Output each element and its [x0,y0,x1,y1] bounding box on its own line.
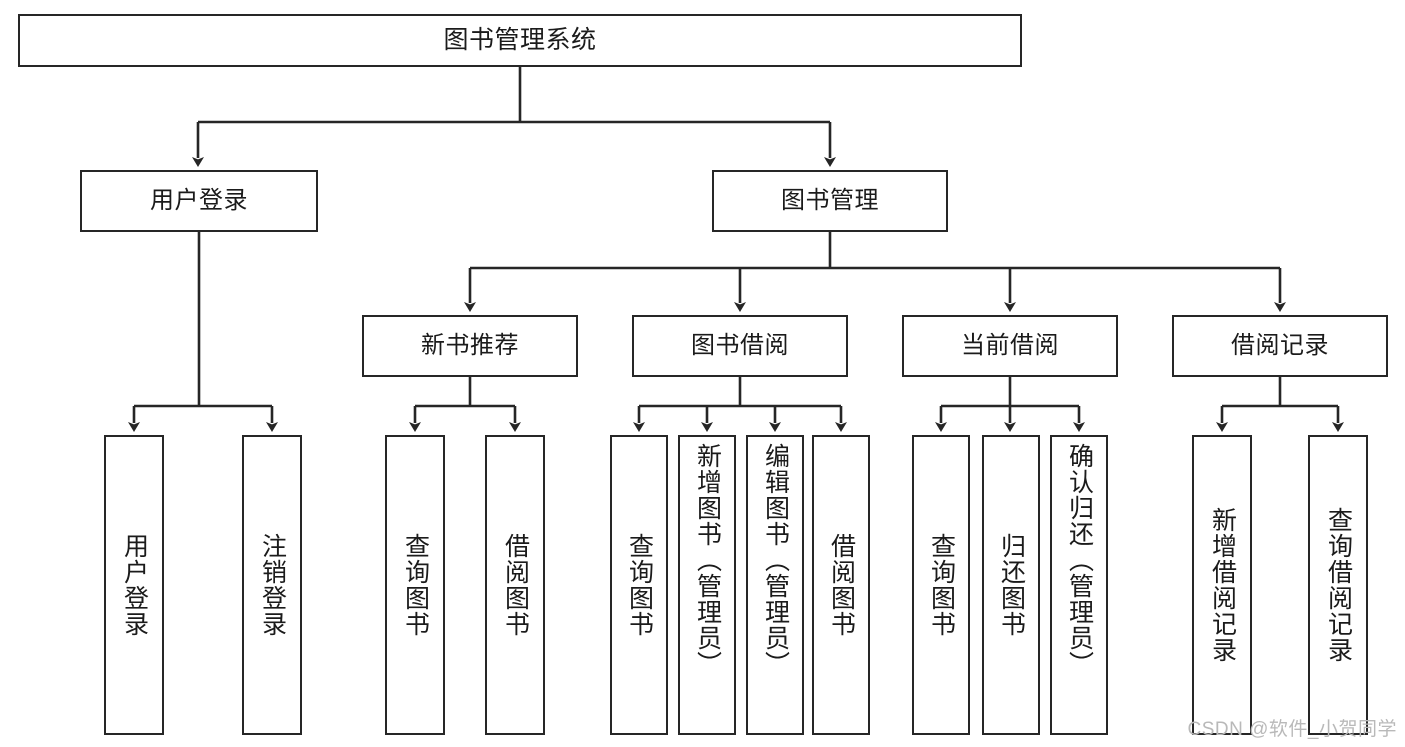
node-label: 查询借阅记录 [1324,507,1353,663]
leaf-borrow-edit-book-admin[interactable]: 编辑图书（管理员） [746,435,804,735]
leaf-user-login-logout[interactable]: 注销登录 [242,435,302,735]
node-label: 图书管理 [781,186,879,214]
node-label: 借阅图书 [501,533,530,637]
node-label: 新增借阅记录 [1208,507,1237,663]
leaf-borrow-query-book[interactable]: 查询图书 [610,435,668,735]
node-label: 图书借阅 [691,331,789,359]
node-label: 查询图书 [927,533,956,637]
node-label: 注销登录 [258,533,287,637]
node-current-borrow[interactable]: 当前借阅 [902,315,1118,377]
node-borrow-record[interactable]: 借阅记录 [1172,315,1388,377]
node-label: 确认归还（管理员） [1065,443,1094,677]
node-user-login[interactable]: 用户登录 [80,170,318,232]
leaf-current-query-book[interactable]: 查询图书 [912,435,970,735]
node-new-book-recommend[interactable]: 新书推荐 [362,315,578,377]
node-label: 新书推荐 [421,331,519,359]
node-label: 查询图书 [625,533,654,637]
node-label: 当前借阅 [961,331,1059,359]
node-label: 编辑图书（管理员） [761,443,790,677]
leaf-current-confirm-return-admin[interactable]: 确认归还（管理员） [1050,435,1108,735]
leaf-borrow-add-book-admin[interactable]: 新增图书（管理员） [678,435,736,735]
leaf-recommend-query-book[interactable]: 查询图书 [385,435,445,735]
node-label: 借阅图书 [827,533,856,637]
leaf-recommend-borrow-book[interactable]: 借阅图书 [485,435,545,735]
node-label: 新增图书（管理员） [693,443,722,677]
watermark-text: CSDN @软件_小贺同学 [1187,719,1397,740]
node-label: 归还图书 [997,533,1026,637]
node-label: 借阅记录 [1231,331,1329,359]
node-label: 查询图书 [401,533,430,637]
leaf-record-query-record[interactable]: 查询借阅记录 [1308,435,1368,735]
node-label: 用户登录 [120,533,149,637]
node-book-borrow[interactable]: 图书借阅 [632,315,848,377]
node-book-management[interactable]: 图书管理 [712,170,948,232]
node-label: 用户登录 [150,186,248,214]
leaf-user-login-login[interactable]: 用户登录 [104,435,164,735]
leaf-record-add-record[interactable]: 新增借阅记录 [1192,435,1252,735]
node-root-system[interactable]: 图书管理系统 [18,14,1022,67]
leaf-current-return-book[interactable]: 归还图书 [982,435,1040,735]
leaf-borrow-borrow-book[interactable]: 借阅图书 [812,435,870,735]
node-label: 图书管理系统 [443,25,597,54]
